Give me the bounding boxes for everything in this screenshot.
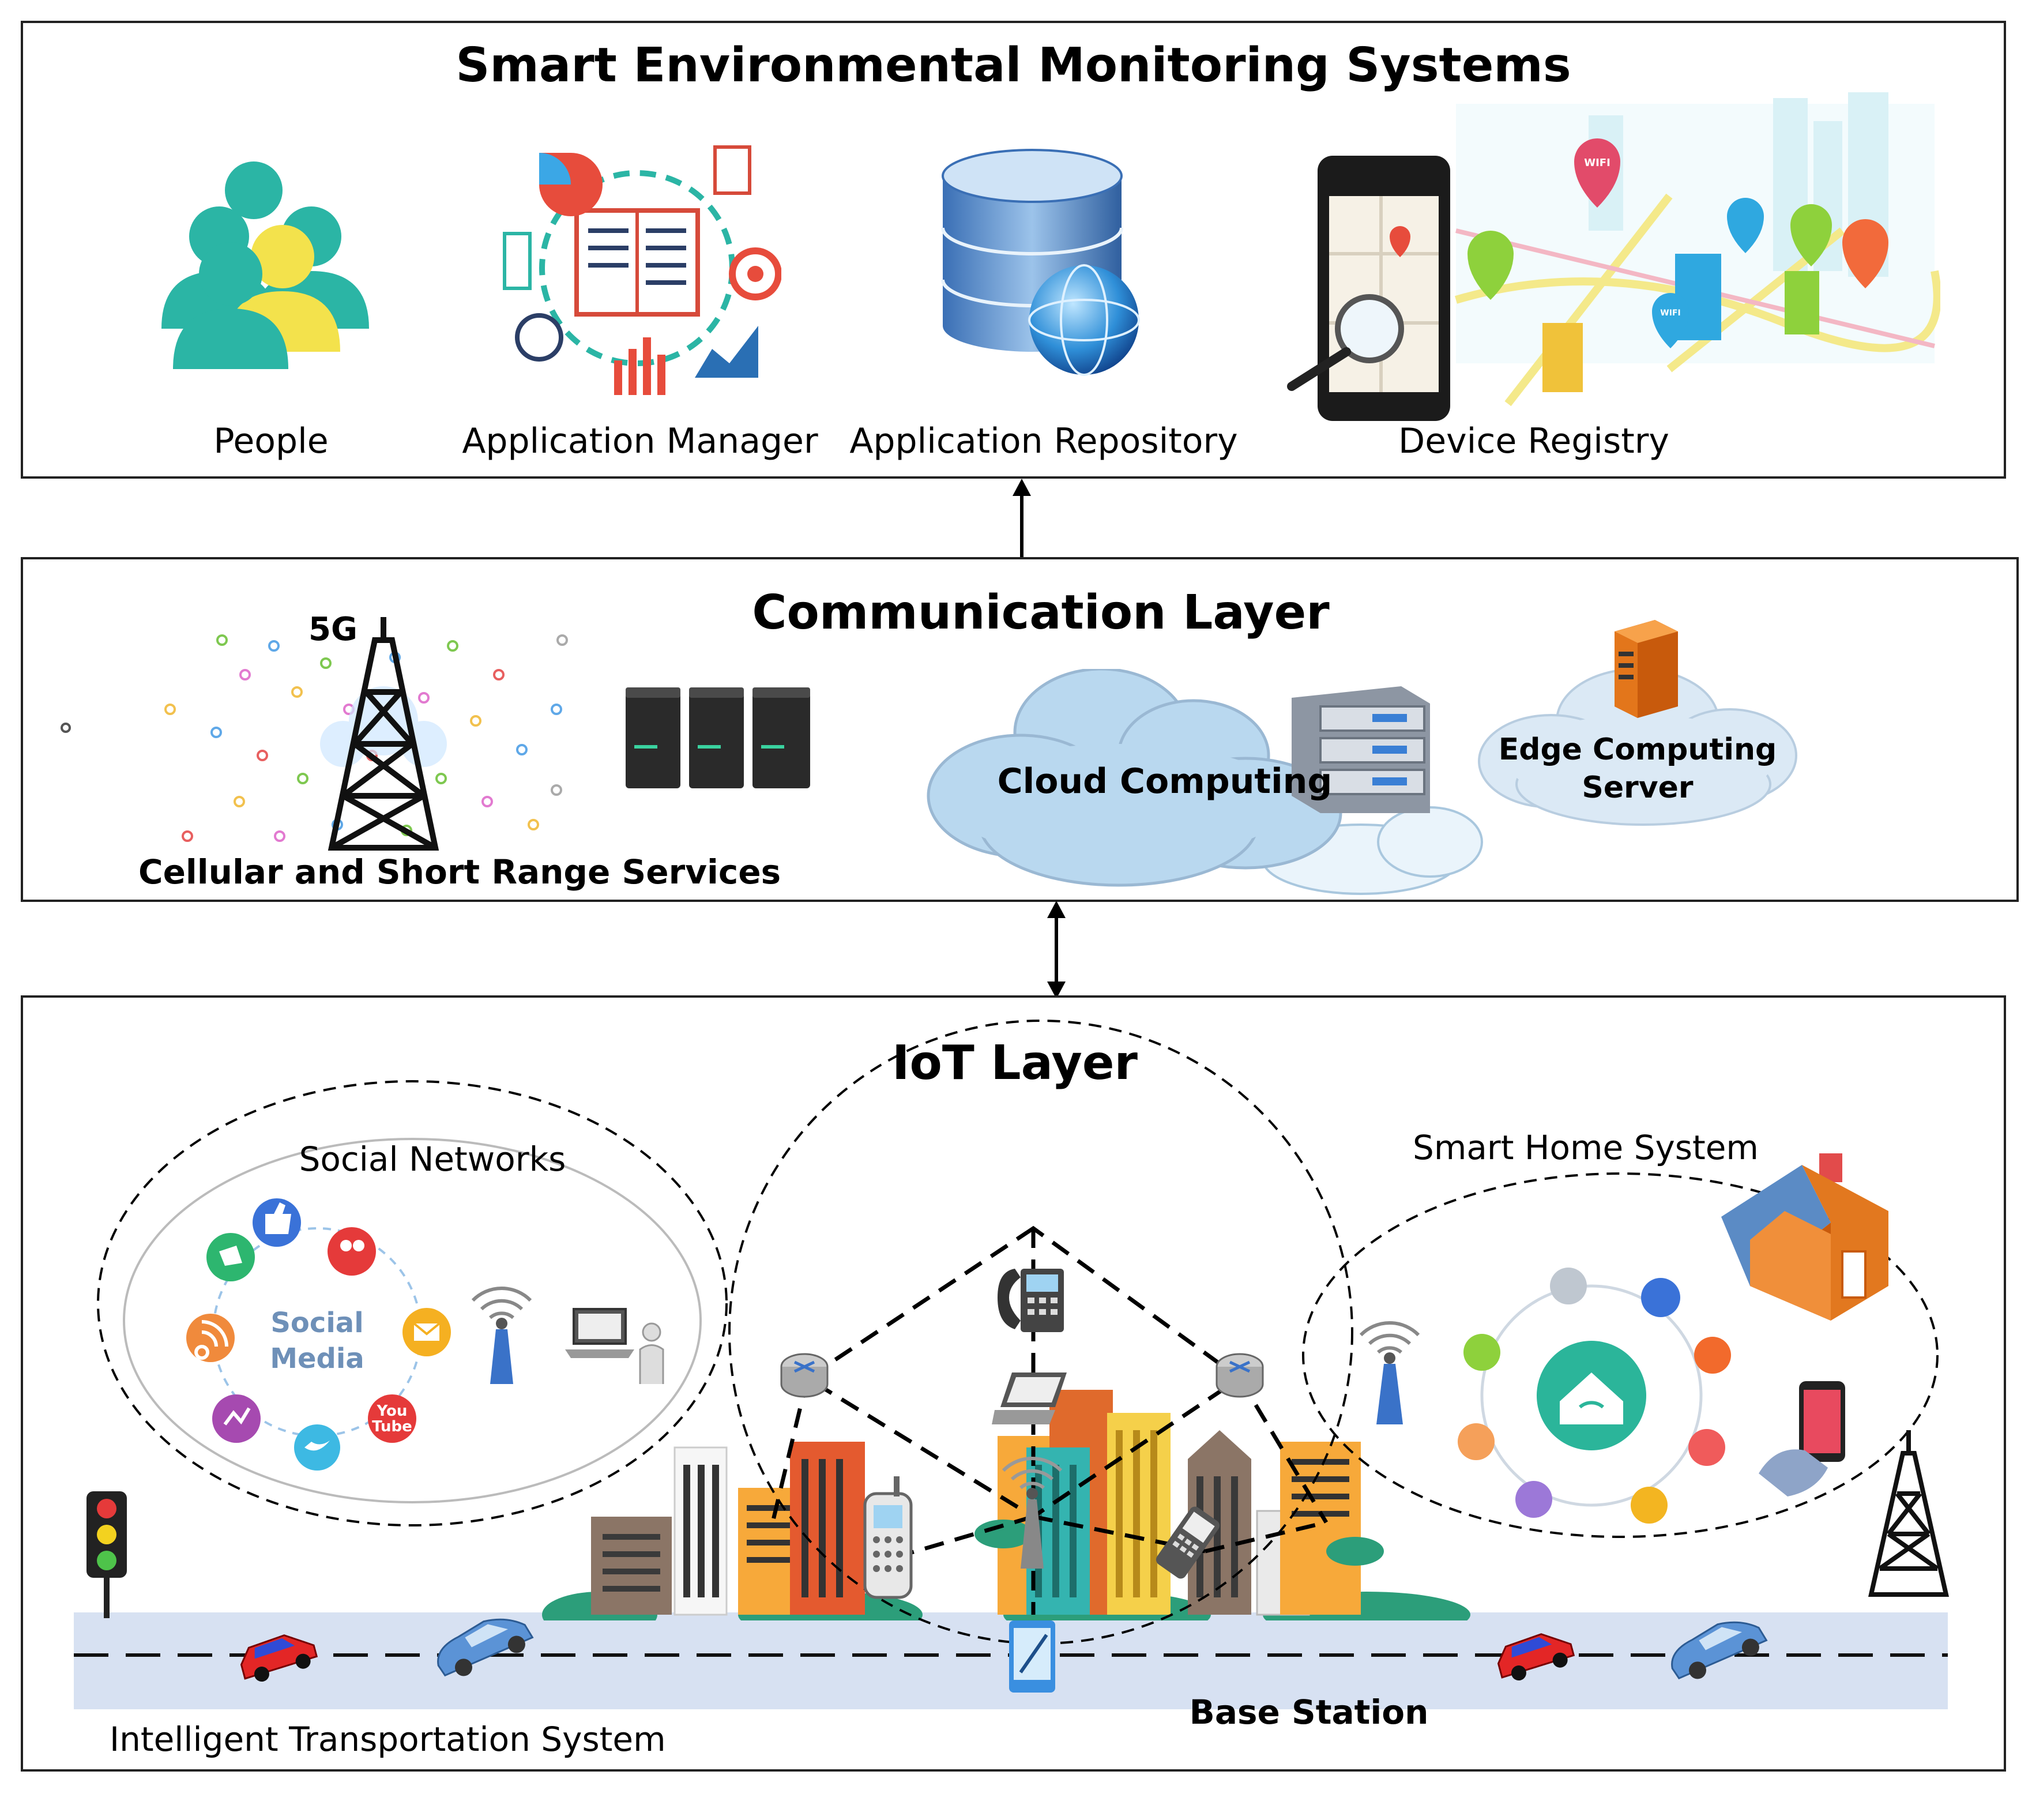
social-media-text-line1: Social <box>270 1307 363 1339</box>
trash-icon <box>1694 1337 1731 1374</box>
base-station-label: Base Station <box>1189 1693 1429 1732</box>
cloud-computing-label: Cloud Computing <box>997 761 1333 802</box>
lock-icon <box>1458 1423 1495 1460</box>
5g-label: 5G <box>308 611 358 648</box>
cell-tower-icon <box>1868 1430 1949 1597</box>
social-media-text-line2: Media <box>270 1343 364 1375</box>
car-icon <box>1641 1278 1680 1317</box>
lamp-icon <box>1463 1334 1500 1371</box>
edge-server-icon <box>1615 620 1678 718</box>
server-towers-icon <box>626 687 810 788</box>
tablet-icon <box>1009 1620 1055 1693</box>
application-manager-icon <box>503 145 781 395</box>
social-media-ring: You Tube Social Media <box>186 1198 451 1471</box>
cellular-services-label: Cellular and Short Range Services <box>138 852 781 892</box>
hand-smartphone-icon <box>1759 1381 1845 1496</box>
wifi-badge: WIFI <box>1660 309 1680 318</box>
blue-car-icon <box>437 1618 534 1677</box>
smart-monitoring-title: Smart Environmental Monitoring Systems <box>456 38 1571 93</box>
stray-dot <box>61 723 71 733</box>
iot-layer-title: IoT Layer <box>892 1036 1138 1091</box>
communication-layer: Communication Layer 5G <box>21 557 2019 902</box>
house-icon <box>1721 1153 1888 1321</box>
smart-home-hub-ring <box>1458 1268 1731 1524</box>
device-registry-label: Device Registry <box>1398 421 1669 461</box>
faucet-icon <box>1631 1487 1668 1524</box>
people-icon <box>161 161 369 369</box>
city-skyline-illustration <box>542 1390 1470 1620</box>
blue-car-icon <box>1671 1621 1768 1680</box>
device-registry-illustration: WIFI WIFI <box>1287 92 1940 421</box>
cloud-computing-cloud <box>927 669 1483 895</box>
smart-home-label: Smart Home System <box>1413 1128 1759 1167</box>
youtube-text-line1: You <box>377 1402 408 1420</box>
red-car-icon <box>240 1634 318 1682</box>
camera-icon <box>1550 1268 1587 1304</box>
iot-layer: IoT Layer <box>21 995 2006 1772</box>
fax-phone-icon <box>998 1269 1064 1332</box>
edge-computing-label-line2: Server <box>1582 770 1694 805</box>
application-repository-label: Application Repository <box>849 421 1238 461</box>
base-station-antenna-icon <box>1002 1456 1063 1569</box>
robot-vacuum-icon <box>1688 1429 1725 1466</box>
wifi-badge: WIFI <box>1584 157 1610 169</box>
wifi-antenna-icon <box>1359 1321 1420 1424</box>
application-manager-label: Application Manager <box>462 421 818 461</box>
youtube-text-line2: Tube <box>372 1418 412 1435</box>
rss-icon <box>186 1314 235 1362</box>
red-car-icon <box>1497 1633 1575 1681</box>
router-icon <box>1216 1353 1264 1398</box>
communication-layer-title: Communication Layer <box>752 585 1330 640</box>
thermometer-icon <box>1515 1481 1552 1518</box>
youtube-icon <box>368 1394 416 1443</box>
router-icon <box>780 1353 829 1398</box>
social-networks-label: Social Networks <box>299 1140 566 1179</box>
people-label: People <box>213 421 329 461</box>
people-group-icon <box>328 1227 376 1276</box>
mobile-phone-icon <box>1156 1506 1220 1579</box>
wifi-antenna-icon <box>471 1286 532 1384</box>
rack-server-icon <box>1292 686 1430 813</box>
database-globe-icon <box>941 149 1140 376</box>
laptop-user-icon <box>565 1308 664 1384</box>
edge-computing-label-line1: Edge Computing <box>1498 732 1777 767</box>
layer-connector-arrow-bottom <box>1047 901 1066 999</box>
cordless-phone-icon <box>863 1476 913 1599</box>
traffic-light-icon <box>86 1491 127 1618</box>
5g-tower-illustration: 5G <box>164 611 568 851</box>
smart-monitoring-layer: Smart Environmental Monitoring Systems P… <box>21 21 2006 479</box>
its-label: Intelligent Transportation System <box>110 1720 666 1759</box>
laptop-icon <box>992 1372 1067 1424</box>
